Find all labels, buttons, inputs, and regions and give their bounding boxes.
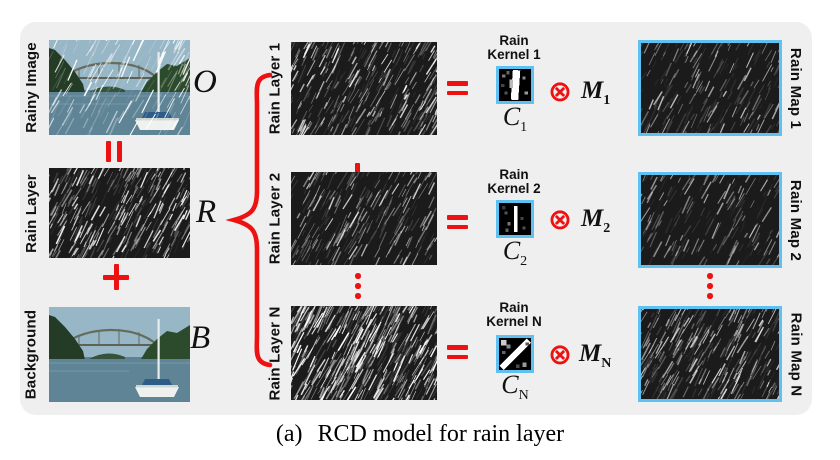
bridge-scene-image (49, 307, 190, 402)
equals-operator (447, 215, 468, 229)
otimes-operator: ⊗ (543, 337, 577, 371)
rain-kernel-n-image (496, 335, 534, 373)
equals-operator-vertical (106, 141, 122, 162)
background-symbol: B (190, 322, 210, 355)
kernel-n-symbol: CN (480, 372, 550, 409)
rain-kernel-1-title: Rain Kernel 1 (476, 34, 552, 62)
mask-n-symbol: MN (579, 337, 611, 381)
vdots-maps (707, 273, 713, 299)
rain-layer-image (49, 168, 190, 258)
rainy-image-label: Rainy Image (18, 40, 44, 135)
rainy-image (49, 40, 190, 135)
rain-map-2-label: Rain Map 2 (784, 172, 808, 268)
rain-layer-label: Rain Layer (18, 168, 44, 258)
kernel-1-symbol: C1 (480, 104, 550, 141)
rain-kernel-2-title: Rain Kernel 2 (476, 168, 552, 196)
kernel-2-symbol: C2 (480, 238, 550, 275)
rain-layer-n-label: Rain Layer N (262, 306, 288, 400)
rain-map-1-label: Rain Map 1 (784, 40, 808, 136)
rain-kernel-n-title: Rain Kernel N (476, 301, 552, 329)
otimes-operator: ⊗ (543, 202, 577, 236)
equals-operator (447, 81, 468, 95)
equals-operator (447, 345, 468, 359)
mask-1-symbol: M1 (581, 74, 610, 118)
rain-layer-1-label: Rain Layer 1 (262, 42, 288, 135)
otimes-operator: ⊗ (543, 74, 577, 108)
rain-kernel-2-image (496, 200, 534, 238)
caption-text: RCD model for rain layer (318, 421, 565, 447)
plus-operator (103, 264, 129, 290)
rain-overlay (49, 40, 190, 135)
rain-map-n-label: Rain Map N (784, 306, 808, 402)
rain-layer-2-label: Rain Layer 2 (262, 172, 288, 265)
rain-layer-n-image (291, 306, 437, 400)
rain-map-2-image (638, 172, 782, 268)
rain-map-1-image (638, 40, 782, 136)
background-label: Background (18, 307, 44, 402)
rainy-image-symbol: O (193, 66, 217, 99)
rain-kernel-1-image (496, 66, 534, 104)
rain-layer-1-image (291, 42, 437, 135)
rain-layer-2-image (291, 172, 437, 265)
rain-map-n-image (638, 306, 782, 402)
caption-index: (a) (276, 421, 303, 447)
background-image (49, 307, 190, 402)
figure-caption: (a) RCD model for rain layer (0, 421, 840, 448)
rain-layer-symbol: R (196, 196, 216, 229)
mask-2-symbol: M2 (581, 202, 610, 246)
vdots-layers (355, 273, 361, 299)
